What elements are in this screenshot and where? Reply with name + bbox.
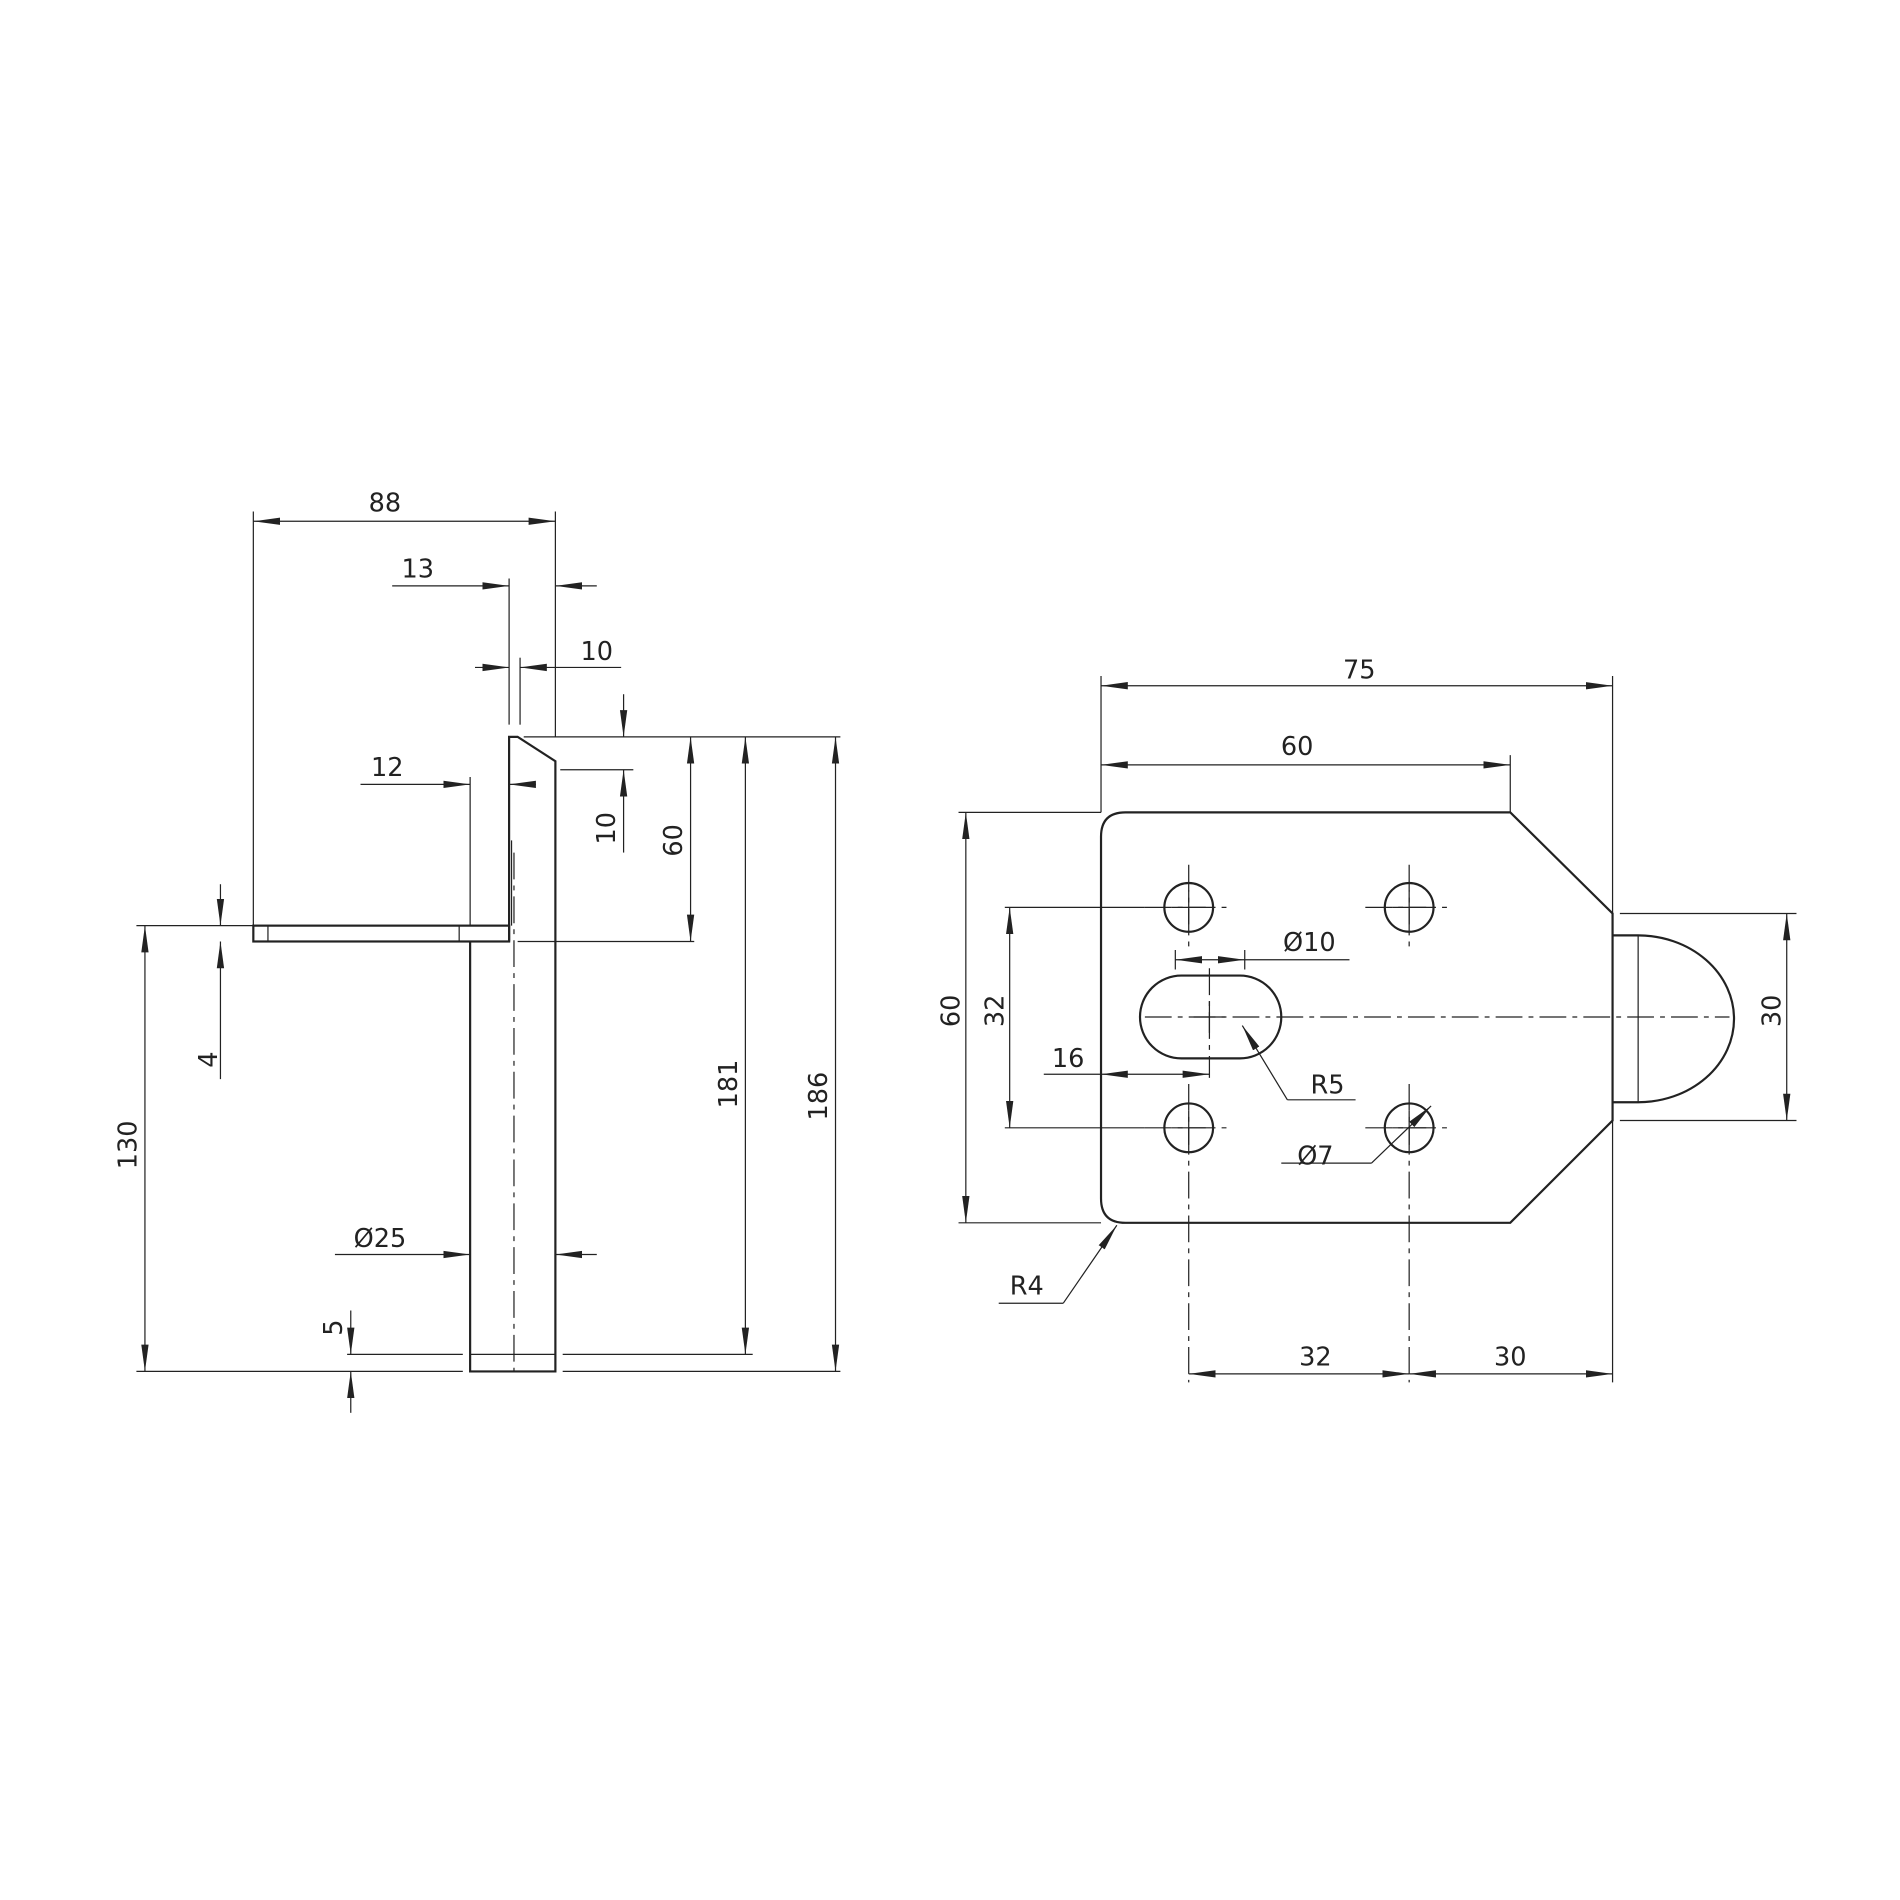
plate-outline: [1099, 811, 1614, 1224]
dim-4-label: 4: [194, 1051, 224, 1067]
dim-16-label: 16: [1052, 1044, 1085, 1074]
dim-181-label: 181: [714, 1060, 744, 1109]
holes: [1144, 864, 1730, 1383]
leader-r5: [1241, 1025, 1288, 1101]
dim-25-label: Ø25: [354, 1224, 407, 1254]
side-view-outline: [252, 735, 557, 1373]
dim-10-chamfer-label: 10: [592, 812, 622, 845]
dim-30-right-label: 30: [1758, 995, 1788, 1028]
front-extension-lines: [958, 675, 1797, 1383]
dim-88-label: 88: [369, 489, 402, 519]
dim-130-label: 130: [113, 1120, 143, 1169]
dim-12-label: 12: [371, 753, 404, 783]
dim-13-label: 13: [401, 554, 434, 584]
dim-186-label: 186: [804, 1072, 834, 1121]
dim-r4-label: R4: [1010, 1272, 1044, 1302]
dim-32-bottom-label: 32: [1299, 1342, 1332, 1372]
dim-10-slot-label: Ø10: [1283, 928, 1336, 958]
dim-32-vertical-label: 32: [981, 995, 1011, 1028]
dim-10-top-label: 10: [581, 637, 614, 667]
leader-d7: [1370, 1105, 1432, 1164]
dim-60-height-label: 60: [937, 995, 967, 1028]
dim-60-width-label: 60: [1281, 732, 1314, 762]
leader-r4: [1062, 1224, 1118, 1304]
dim-30-bottom-label: 30: [1494, 1342, 1527, 1372]
dim-7-label: Ø7: [1297, 1141, 1333, 1171]
dim-75-label: 75: [1343, 655, 1376, 685]
dim-r5-label: R5: [1311, 1071, 1345, 1101]
dim-5-label: 5: [319, 1319, 349, 1335]
front-view: 75 60 60 32 Ø10 16 R5 Ø7 R4 32 30 30: [937, 655, 1797, 1383]
boss-outline: [1612, 934, 1736, 1104]
dim-60-label: 60: [659, 824, 689, 857]
side-view: 88 13 10 12 10 60 181 186 130 4 Ø25 5: [113, 489, 841, 1413]
